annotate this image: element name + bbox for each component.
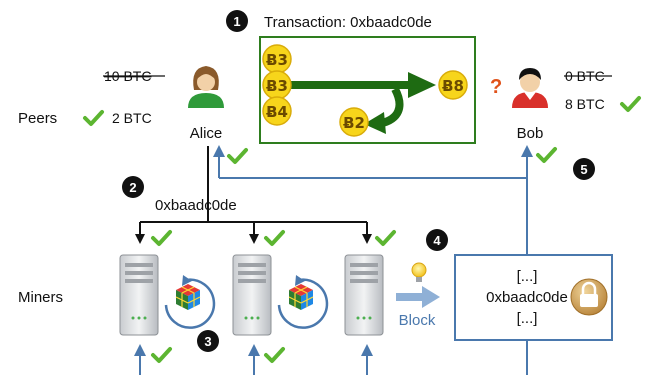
svg-text:Ƀ2: Ƀ2 — [343, 114, 365, 132]
broadcast-tx-id: 0xbaadc0de — [155, 197, 237, 214]
svg-text:Ƀ3: Ƀ3 — [266, 51, 288, 69]
output-coin: Ƀ8 — [438, 70, 468, 100]
alice-check-icon — [227, 148, 248, 164]
block-line-2: 0xbaadc0de — [486, 289, 568, 306]
broadcast-lines — [135, 146, 372, 244]
mining-cube-2-icon — [277, 275, 329, 329]
bob-check-icon — [536, 147, 557, 163]
transaction-title: Transaction: 0xbaadc0de — [264, 14, 432, 31]
lock-icon — [570, 278, 608, 316]
input-coin-3: Ƀ4 — [262, 96, 292, 126]
step-3-badge: 3 — [197, 330, 219, 352]
change-coin: Ƀ2 — [339, 107, 369, 137]
block-arrow — [396, 286, 440, 308]
svg-text:4: 4 — [433, 233, 441, 248]
bob-balance-check-icon — [620, 96, 641, 112]
step-4-badge: 4 — [426, 229, 448, 251]
svg-text:3: 3 — [204, 334, 211, 349]
miner-server-1-icon — [119, 254, 159, 336]
peers-label: Peers — [18, 110, 57, 127]
miner-1-verify-check-icon — [151, 347, 172, 363]
block-line-1: [...] — [517, 268, 538, 285]
miner-1-receive-check-icon — [151, 230, 172, 246]
alice-avatar-icon — [188, 66, 224, 108]
svg-text:Ƀ4: Ƀ4 — [266, 103, 288, 121]
bob-avatar-icon — [512, 68, 548, 108]
lightbulb-icon — [411, 262, 427, 282]
alice-new-balance: 2 BTC — [112, 110, 152, 126]
miner-2-verify-check-icon — [264, 347, 285, 363]
alice-name: Alice — [190, 125, 223, 142]
bob-name: Bob — [517, 125, 544, 142]
transaction-flow-arrow — [290, 72, 436, 134]
svg-text:Ƀ3: Ƀ3 — [266, 77, 288, 95]
block-propagation-lines — [134, 145, 533, 375]
svg-text:5: 5 — [580, 162, 587, 177]
svg-text:2: 2 — [129, 180, 136, 195]
mining-cube-1-icon — [164, 275, 216, 329]
step-1-badge: 1 — [226, 10, 248, 32]
step-5-badge: 5 — [573, 158, 595, 180]
block-label: Block — [399, 312, 436, 329]
question-mark: ? — [490, 76, 502, 98]
miner-3-receive-check-icon — [375, 230, 396, 246]
miner-2-receive-check-icon — [264, 230, 285, 246]
step-2-badge: 2 — [122, 176, 144, 198]
bob-new-balance: 8 BTC — [565, 96, 605, 112]
miner-server-3-icon — [344, 254, 384, 336]
miners-label: Miners — [18, 289, 63, 306]
input-coin-2: Ƀ3 — [262, 70, 292, 100]
svg-text:Ƀ8: Ƀ8 — [442, 77, 464, 95]
alice-balance-check-icon — [83, 110, 104, 126]
miner-server-2-icon — [232, 254, 272, 336]
svg-text:1: 1 — [233, 14, 240, 29]
block-line-3: [...] — [517, 310, 538, 327]
input-coin-1: Ƀ3 — [262, 44, 292, 74]
